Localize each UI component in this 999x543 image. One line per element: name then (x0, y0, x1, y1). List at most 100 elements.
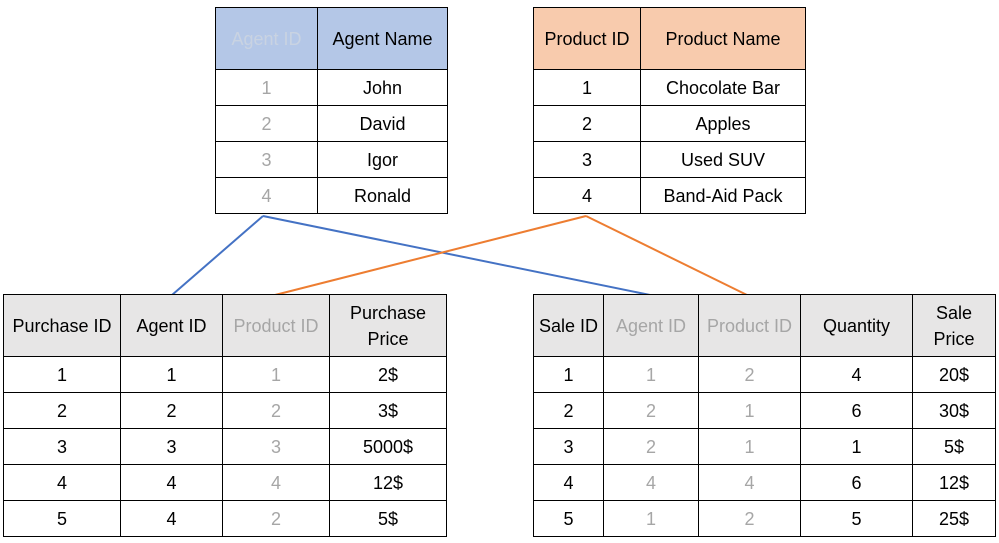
purchases-header-product-id: Product ID (222, 294, 330, 357)
purchase-agent-id-cell: 2 (120, 392, 223, 429)
purchases-header-purchase-price: Purchase Price (329, 294, 447, 357)
table-row: 2 2 2 3$ (3, 392, 447, 429)
purchase-id-cell: 1 (3, 356, 121, 393)
sale-product-id-cell: 1 (698, 428, 801, 465)
sale-quantity-cell: 6 (800, 464, 913, 501)
purchase-price-cell: 5$ (329, 500, 447, 537)
sale-id-cell: 4 (533, 464, 604, 501)
agent-name-cell: John (317, 69, 448, 106)
product-name-cell: Apples (640, 105, 806, 142)
product-name-cell: Used SUV (640, 141, 806, 178)
sales-table: Sale ID Agent ID Product ID Quantity Sal… (533, 294, 996, 537)
product-name-cell: Chocolate Bar (640, 69, 806, 106)
purchases-table: Purchase ID Agent ID Product ID Purchase… (3, 294, 447, 537)
sale-quantity-cell: 4 (800, 356, 913, 393)
table-row: 3 3 3 5000$ (3, 428, 447, 465)
agent-name-cell: Ronald (317, 177, 448, 214)
agent-id-cell: 1 (215, 69, 318, 106)
purchase-id-cell: 3 (3, 428, 121, 465)
table-row: 2 Apples (533, 105, 806, 142)
table-row: 4 Band-Aid Pack (533, 177, 806, 214)
table-row: 5 4 2 5$ (3, 500, 447, 537)
sale-quantity-cell: 1 (800, 428, 913, 465)
product-name-cell: Band-Aid Pack (640, 177, 806, 214)
sale-price-cell: 20$ (912, 356, 996, 393)
agent-id-cell: 4 (215, 177, 318, 214)
purchases-header-agent-id: Agent ID (120, 294, 223, 357)
sale-id-cell: 5 (533, 500, 604, 537)
purchase-agent-id-cell: 4 (120, 500, 223, 537)
table-row: 4 4 4 6 12$ (533, 464, 996, 501)
purchase-product-id-cell: 4 (222, 464, 330, 501)
sale-price-cell: 25$ (912, 500, 996, 537)
product-id-cell: 3 (533, 141, 641, 178)
table-row: 1 1 1 2$ (3, 356, 447, 393)
table-row: 2 2 1 6 30$ (533, 392, 996, 429)
sale-id-cell: 3 (533, 428, 604, 465)
purchase-agent-id-cell: 3 (120, 428, 223, 465)
agents-header-agent-id: Agent ID (215, 7, 318, 70)
sale-id-cell: 1 (533, 356, 604, 393)
purchase-id-cell: 4 (3, 464, 121, 501)
table-row: 2 David (215, 105, 448, 142)
agent-to-sale-link (262, 215, 651, 296)
product-to-purchase-link (274, 215, 587, 296)
products-header-product-name: Product Name (640, 7, 806, 70)
sales-header-quantity: Quantity (800, 294, 913, 357)
sale-quantity-cell: 5 (800, 500, 913, 537)
table-row: 1 1 2 4 20$ (533, 356, 996, 393)
purchase-price-cell: 2$ (329, 356, 447, 393)
purchase-id-cell: 2 (3, 392, 121, 429)
sales-header-sale-price: Sale Price (912, 294, 996, 357)
products-table: Product ID Product Name 1 Chocolate Bar … (533, 7, 806, 214)
purchase-price-cell: 3$ (329, 392, 447, 429)
purchases-header-purchase-id: Purchase ID (3, 294, 121, 357)
product-to-sale-link (585, 215, 748, 296)
table-row: 3 Used SUV (533, 141, 806, 178)
purchase-agent-id-cell: 4 (120, 464, 223, 501)
table-row: 4 Ronald (215, 177, 448, 214)
agents-header-agent-name: Agent Name (317, 7, 448, 70)
sale-agent-id-cell: 2 (603, 392, 699, 429)
sales-header-sale-id: Sale ID (533, 294, 604, 357)
agents-table: Agent ID Agent Name 1 John 2 David 3 Igo… (215, 7, 448, 214)
agent-to-purchase-link (171, 215, 264, 296)
agent-name-cell: David (317, 105, 448, 142)
sale-product-id-cell: 2 (698, 356, 801, 393)
table-row: 3 Igor (215, 141, 448, 178)
purchase-agent-id-cell: 1 (120, 356, 223, 393)
product-id-cell: 4 (533, 177, 641, 214)
products-header-product-id: Product ID (533, 7, 641, 70)
sale-price-cell: 12$ (912, 464, 996, 501)
table-row: 4 4 4 12$ (3, 464, 447, 501)
sale-quantity-cell: 6 (800, 392, 913, 429)
purchase-product-id-cell: 1 (222, 356, 330, 393)
purchase-product-id-cell: 2 (222, 392, 330, 429)
table-row: 5 1 2 5 25$ (533, 500, 996, 537)
purchase-price-cell: 12$ (329, 464, 447, 501)
product-id-cell: 2 (533, 105, 641, 142)
table-row: 1 Chocolate Bar (533, 69, 806, 106)
purchase-product-id-cell: 2 (222, 500, 330, 537)
purchase-product-id-cell: 3 (222, 428, 330, 465)
purchase-price-cell: 5000$ (329, 428, 447, 465)
sale-product-id-cell: 1 (698, 392, 801, 429)
sale-agent-id-cell: 1 (603, 500, 699, 537)
purchase-id-cell: 5 (3, 500, 121, 537)
sale-product-id-cell: 4 (698, 464, 801, 501)
sale-agent-id-cell: 4 (603, 464, 699, 501)
sales-header-product-id: Product ID (698, 294, 801, 357)
sale-id-cell: 2 (533, 392, 604, 429)
sale-product-id-cell: 2 (698, 500, 801, 537)
sales-header-agent-id: Agent ID (603, 294, 699, 357)
table-row: 1 John (215, 69, 448, 106)
sale-agent-id-cell: 1 (603, 356, 699, 393)
agent-name-cell: Igor (317, 141, 448, 178)
product-id-cell: 1 (533, 69, 641, 106)
sale-price-cell: 30$ (912, 392, 996, 429)
sale-price-cell: 5$ (912, 428, 996, 465)
table-row: 3 2 1 1 5$ (533, 428, 996, 465)
agent-id-cell: 3 (215, 141, 318, 178)
agent-id-cell: 2 (215, 105, 318, 142)
